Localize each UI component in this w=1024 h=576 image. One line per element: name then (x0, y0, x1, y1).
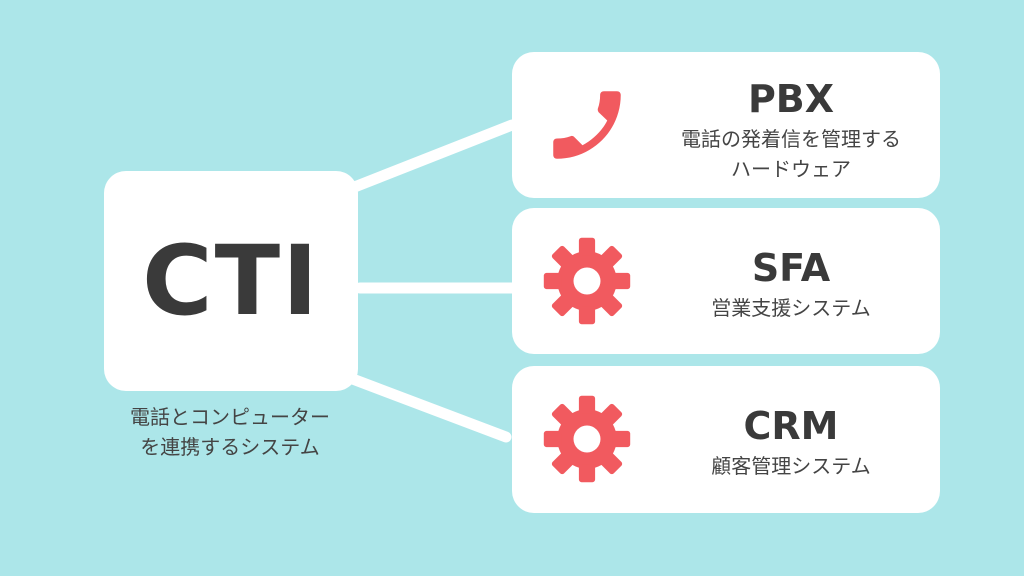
cti-desc-line2: を連携するシステム (140, 435, 320, 459)
sfa-card: SFA 営業支援システム (512, 208, 940, 354)
pbx-desc-line1: 電話の発着信を管理する (681, 127, 901, 151)
crm-desc: 顧客管理システム (711, 454, 871, 478)
phone-icon (553, 91, 621, 159)
gear-icon (543, 237, 631, 325)
sfa-desc: 営業支援システム (711, 296, 871, 320)
crm-card: CRM 顧客管理システム (512, 366, 940, 513)
connector-pbx (346, 119, 518, 194)
connector-crm (344, 372, 512, 443)
sfa-title: SFA (751, 246, 831, 290)
gear-icon (543, 395, 631, 483)
pbx-desc-line2: ハードウェア (731, 157, 851, 181)
cti-description: 電話とコンピューター を連携するシステム (90, 402, 370, 462)
cti-title: CTI (142, 225, 320, 337)
crm-title: CRM (743, 404, 839, 448)
cti-desc-line1: 電話とコンピューター (130, 405, 330, 429)
cti-box: CTI (104, 171, 358, 391)
pbx-card: PBX 電話の発着信を管理する ハードウェア (512, 52, 940, 198)
pbx-title: PBX (747, 77, 835, 121)
